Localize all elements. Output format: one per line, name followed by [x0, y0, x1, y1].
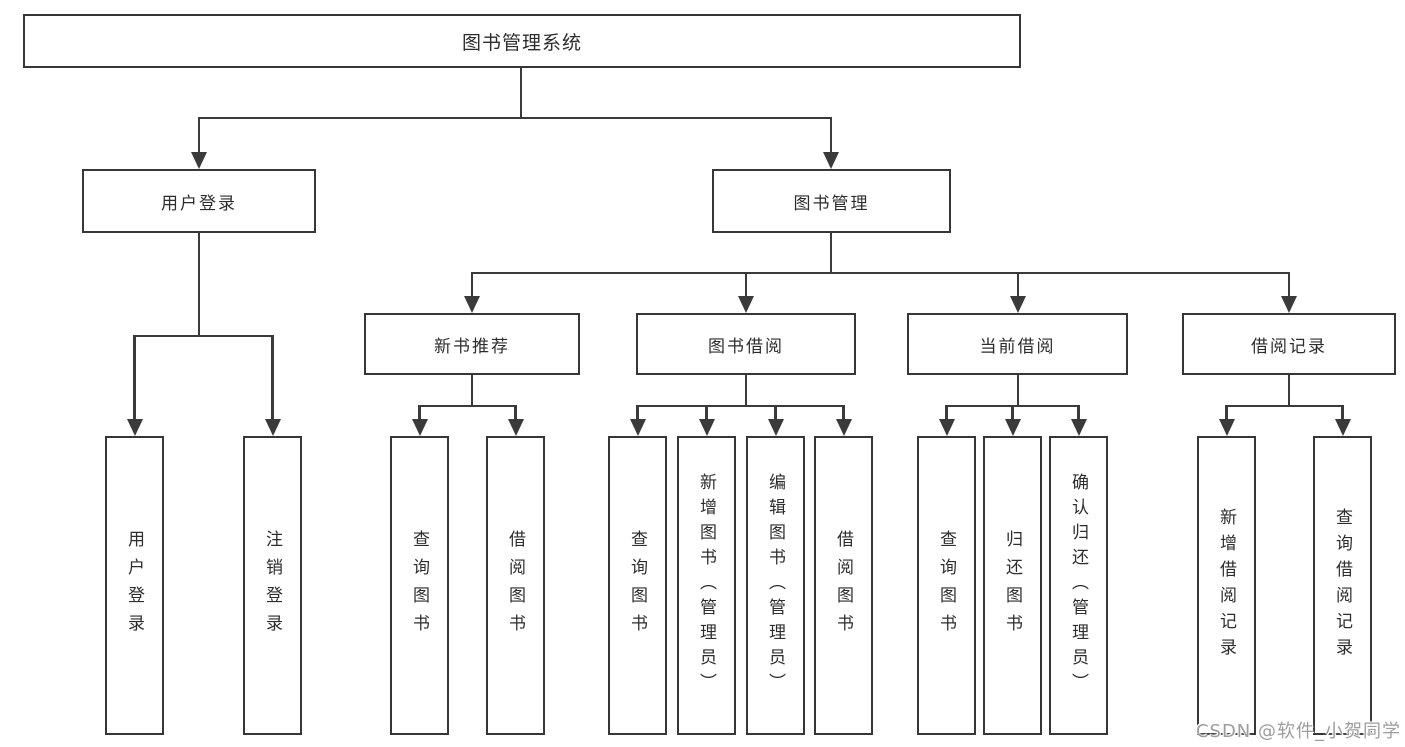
- node-leaf-add-books-admin: 新增图书（管理员）: [677, 436, 736, 735]
- connector-line: [705, 406, 708, 423]
- arrowhead-down-icon: [835, 419, 852, 436]
- connector-line: [133, 334, 274, 338]
- connector-line: [829, 118, 833, 156]
- arrowhead-down-icon: [823, 152, 839, 169]
- node-book-borrowing: 图书借阅: [636, 313, 856, 375]
- arrowhead-down-icon: [1281, 296, 1297, 313]
- node-leaf-logout: 注销登录: [243, 436, 302, 735]
- connector-line: [1016, 375, 1020, 406]
- connector-line: [1225, 404, 1344, 408]
- connector-line: [945, 406, 948, 423]
- connector-line: [829, 233, 833, 273]
- connector-line: [418, 404, 517, 408]
- node-borrowing-records: 借阅记录: [1182, 313, 1396, 375]
- connector-line: [197, 116, 833, 120]
- node-leaf-edit-books-admin: 编辑图书（管理员）: [746, 436, 805, 735]
- node-leaf-query-books-1: 查询图书: [390, 436, 449, 735]
- connector-line: [1225, 406, 1228, 423]
- arrowhead-down-icon: [767, 419, 784, 436]
- node-leaf-borrow-books-2: 借阅图书: [814, 436, 873, 735]
- arrowhead-down-icon: [126, 419, 143, 436]
- node-library-management-system: 图书管理系统: [23, 14, 1021, 68]
- node-leaf-confirm-return-admin: 确认归还（管理员）: [1049, 436, 1108, 735]
- connector-line: [1016, 273, 1020, 300]
- node-current-borrowing: 当前借阅: [907, 313, 1128, 375]
- connector-line: [1287, 273, 1291, 300]
- arrowhead-down-icon: [507, 419, 524, 436]
- connector-line: [271, 336, 274, 423]
- node-book-management-branch: 图书管理: [712, 169, 951, 233]
- arrowhead-down-icon: [1334, 419, 1351, 436]
- arrowhead-down-icon: [411, 419, 428, 436]
- arrowhead-down-icon: [191, 152, 207, 169]
- node-leaf-add-borrow-record: 新增借阅记录: [1197, 436, 1256, 735]
- arrowhead-down-icon: [1010, 296, 1026, 313]
- node-leaf-user-login: 用户登录: [105, 436, 164, 735]
- connector-line: [636, 404, 845, 408]
- connector-line: [1341, 406, 1344, 423]
- arrowhead-down-icon: [1004, 419, 1021, 436]
- node-leaf-query-borrow-record: 查询借阅记录: [1313, 436, 1372, 735]
- connector-line: [418, 406, 421, 423]
- arrowhead-down-icon: [1070, 419, 1087, 436]
- connector-line: [842, 406, 845, 423]
- arrowhead-down-icon: [629, 419, 646, 436]
- arrowhead-down-icon: [938, 419, 955, 436]
- node-leaf-query-books-3: 查询图书: [917, 436, 976, 735]
- arrowhead-down-icon: [264, 419, 281, 436]
- connector-line: [133, 336, 136, 423]
- connector-line: [514, 406, 517, 423]
- node-new-book-recommendation: 新书推荐: [364, 313, 580, 375]
- connector-line: [636, 406, 639, 423]
- connector-line: [1077, 406, 1080, 423]
- connector-line: [744, 375, 748, 406]
- connector-line: [197, 118, 201, 156]
- connector-line: [1287, 375, 1291, 406]
- connector-line: [470, 271, 1291, 275]
- connector-line: [197, 233, 201, 336]
- connector-line: [519, 68, 523, 118]
- node-leaf-query-books-2: 查询图书: [608, 436, 667, 735]
- connector-line: [470, 273, 474, 300]
- connector-line: [774, 406, 777, 423]
- arrowhead-down-icon: [464, 296, 480, 313]
- connector-line: [470, 375, 474, 406]
- connector-line: [1011, 406, 1014, 423]
- connector-line: [744, 273, 748, 300]
- csdn-watermark: CSDN @软件_小贺同学: [1195, 721, 1401, 742]
- node-leaf-return-books: 归还图书: [983, 436, 1042, 735]
- node-leaf-borrow-books-1: 借阅图书: [486, 436, 545, 735]
- arrowhead-down-icon: [738, 296, 754, 313]
- node-user-login-branch: 用户登录: [82, 169, 316, 233]
- arrowhead-down-icon: [1218, 419, 1235, 436]
- arrowhead-down-icon: [698, 419, 715, 436]
